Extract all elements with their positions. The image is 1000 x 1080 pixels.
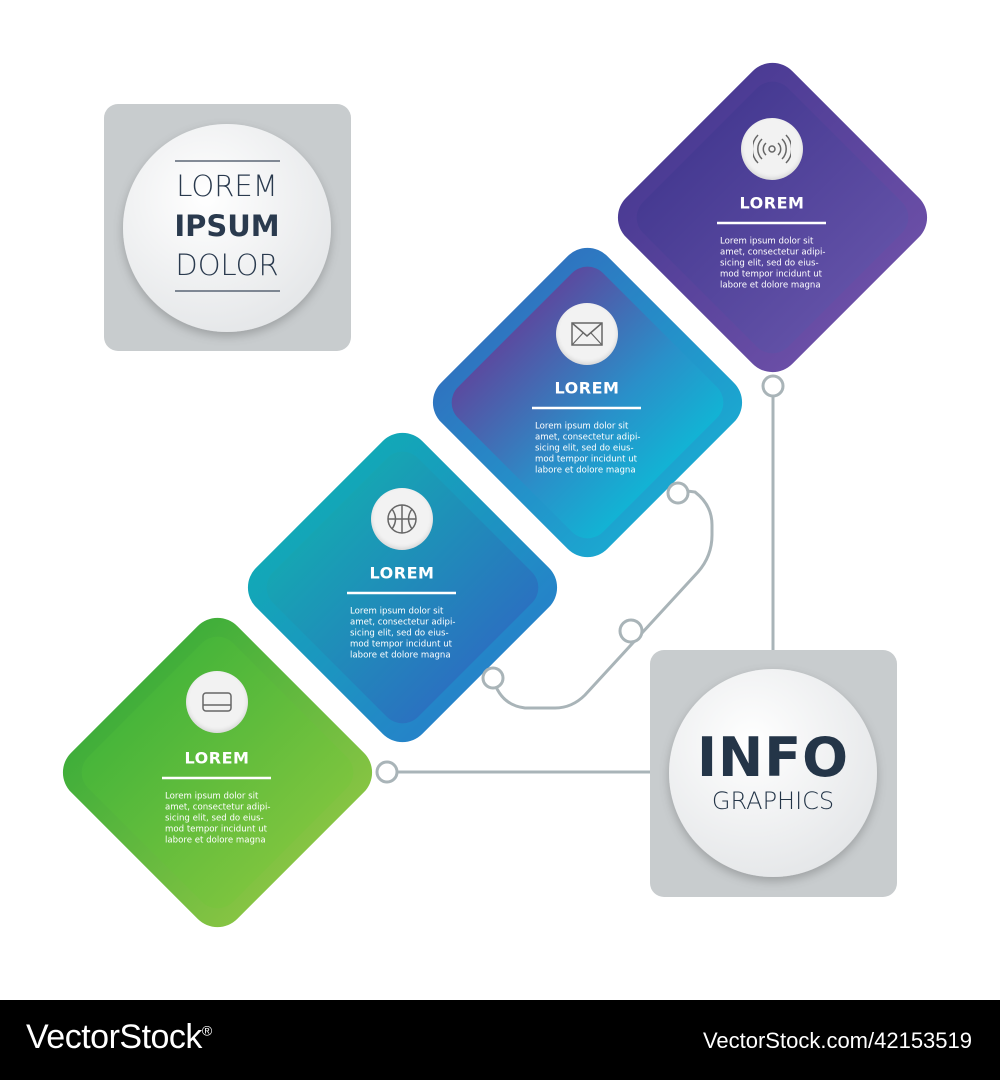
info-card (650, 650, 897, 897)
title-line-2: IPSUM (174, 209, 280, 243)
node-mid (618, 618, 644, 644)
connector-lines (387, 386, 775, 774)
step-2-body: Lorem ipsum dolor sit amet, consectetur … (350, 606, 456, 661)
step-4-icon-badge (741, 118, 803, 180)
step-1-diamond (62, 617, 373, 928)
envelope-icon (571, 322, 603, 346)
title-line-3: DOLOR (175, 248, 279, 282)
connector-nodes (375, 374, 785, 784)
step-4-diamond (617, 62, 928, 373)
info-line-2: GRAPHICS (711, 787, 835, 815)
image-id: VectorStock.com/42153519 (702, 1028, 972, 1053)
infographic-canvas (62, 62, 928, 928)
step-2-diamond (247, 432, 558, 743)
step-2-header: LOREM (369, 563, 435, 583)
step-1-icon-badge (186, 671, 248, 733)
step-2-icon-badge (371, 488, 433, 550)
node-step1 (375, 760, 399, 784)
card-icon (202, 692, 232, 712)
step-4-body: Lorem ipsum dolor sit amet, consectetur … (720, 236, 826, 291)
step-1-body: Lorem ipsum dolor sit amet, consectetur … (165, 791, 271, 846)
step-3-icon-badge (556, 303, 618, 365)
footer-bar: VectorStock® VectorStock.com/42153519 (0, 1000, 1000, 1080)
vectorstock-logo: VectorStock® (26, 1018, 212, 1056)
node-step2 (481, 666, 505, 690)
connector-step2-step3 (491, 488, 714, 710)
step-3-header: LOREM (554, 378, 620, 398)
step-3-body: Lorem ipsum dolor sit amet, consectetur … (535, 421, 641, 476)
info-line-1: INFO (696, 726, 850, 789)
basketball-icon (387, 504, 417, 534)
title-line-1: LOREM (176, 169, 278, 203)
step-1-header: LOREM (184, 748, 250, 768)
node-step3 (666, 481, 690, 505)
step-3-diamond (432, 247, 743, 558)
node-step4 (761, 374, 785, 398)
step-4-header: LOREM (739, 193, 805, 213)
title-card (104, 104, 351, 351)
signal-icon (753, 134, 791, 164)
